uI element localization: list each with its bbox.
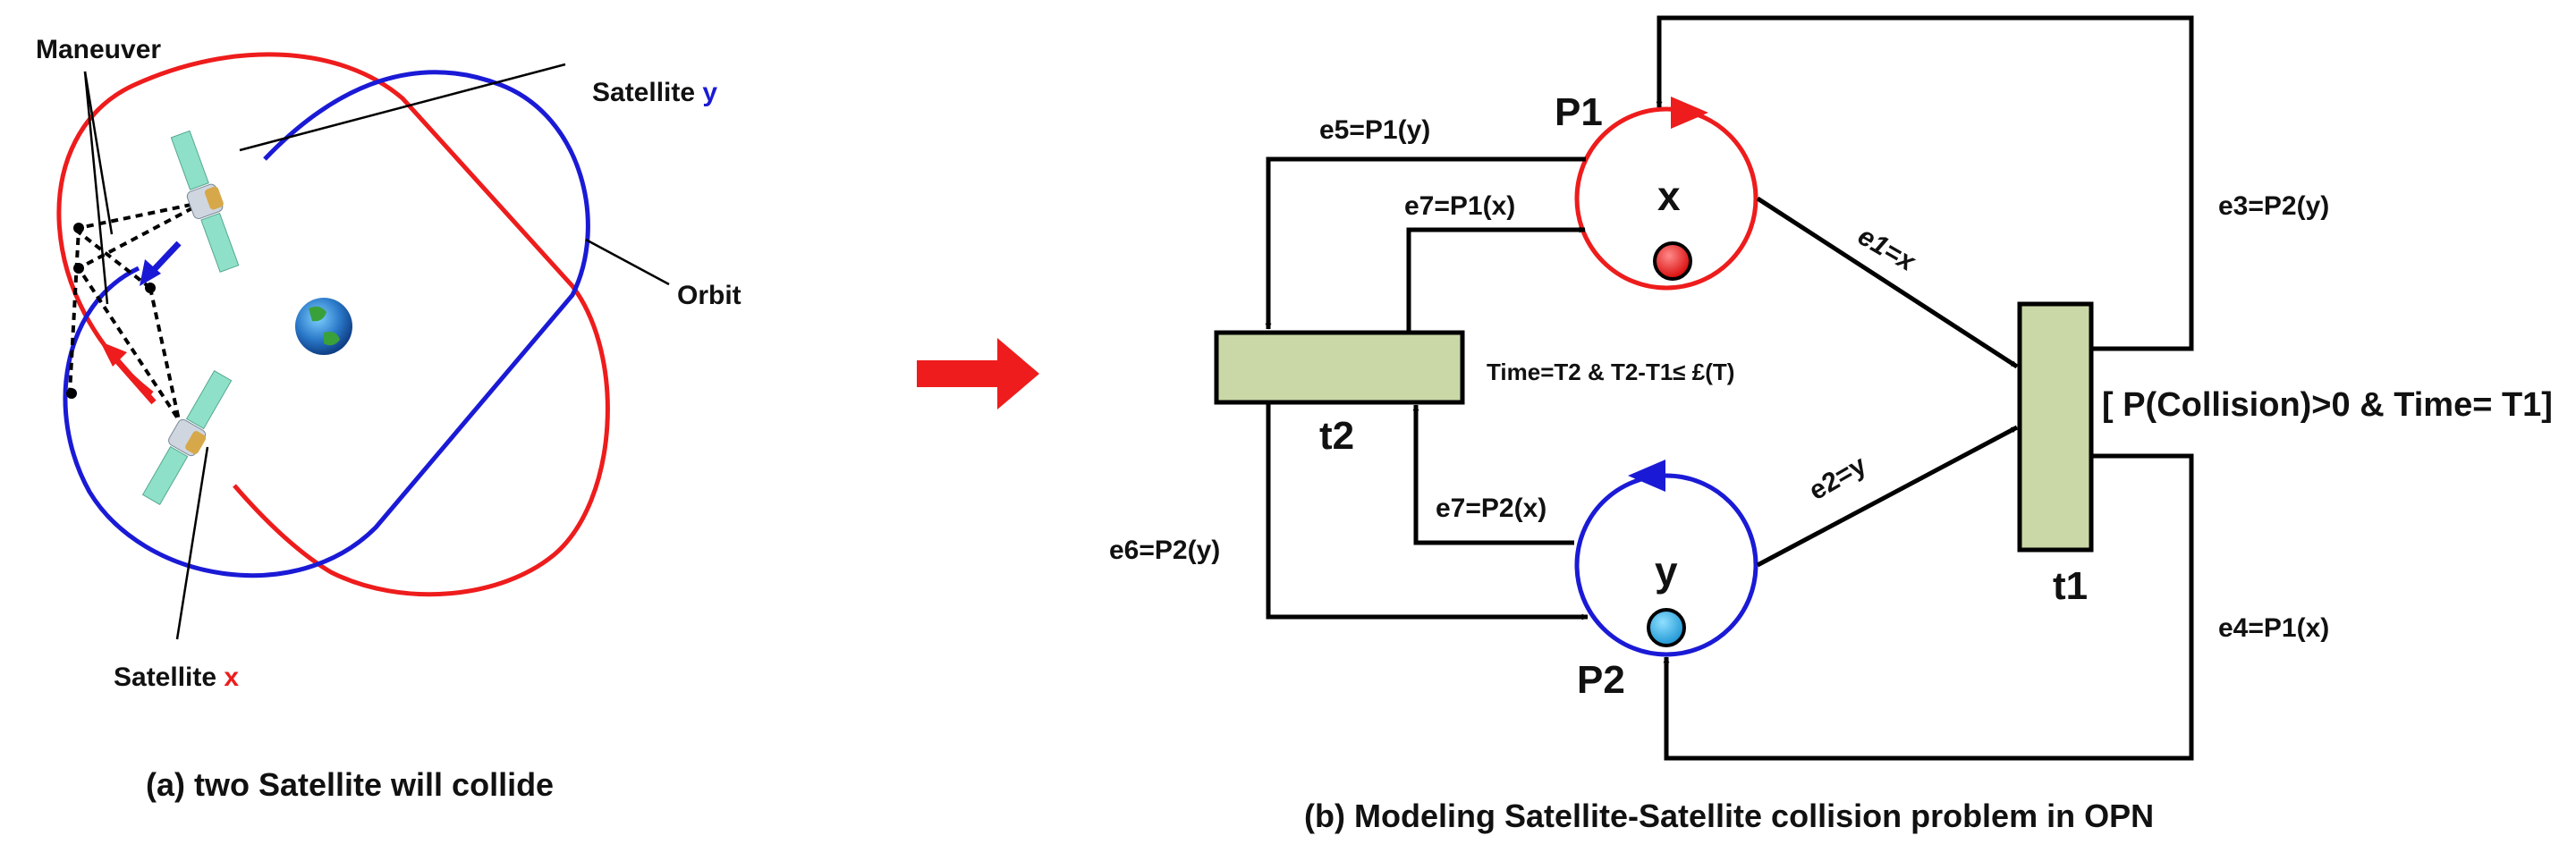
maneuver-paths [68,200,205,435]
arcs [1265,15,2194,761]
p1-token-label: x [1657,173,1681,219]
arc-e6 [1266,402,1589,620]
arc-e7-bottom [1412,404,1574,545]
arc-label-e7-bottom: e7=P2(x) [1436,494,1546,523]
caption-a: (a) two Satellite will collide [146,766,554,803]
earth-icon [295,298,352,355]
arc-label-e7-top: e7=P1(x) [1404,191,1515,221]
transition-t1-label: t1 [2053,564,2088,608]
satellite-x-label: Satellite x [114,663,239,692]
p2-token-label: y [1655,548,1678,595]
t1-guard: [ P(Collision)>0 & Time= T1] [2102,386,2553,424]
arc-e3 [1656,15,2194,351]
panel-a: Maneuver Satellite y Orbit Satellite x (… [36,35,741,803]
place-p1 [1574,106,1758,291]
satellite-icon [141,370,233,505]
place-p2-label: P2 [1577,658,1625,702]
arc-label-e6: e6=P2(y) [1109,536,1220,565]
token-red [1653,241,1692,281]
arc-label-e3: e3=P2(y) [2218,191,2329,221]
satellite-y-label: Satellite y [592,78,717,107]
arc-label-e2: e2=y [1804,451,1871,507]
transition-t2-label: t2 [1319,414,1354,458]
arc-e5 [1265,156,1586,330]
orbit-blue [63,70,590,578]
panel-b: P1 P2 x y t2 t1 e5=P1(y) e7=P1(x) e7=P2(… [1109,15,2553,834]
arc-e7-top [1406,226,1586,333]
satellite-icon [170,130,240,273]
maneuver-label: Maneuver [36,35,161,64]
arc-e4 [1663,453,2194,761]
caption-b: (b) Modeling Satellite-Satellite collisi… [1304,798,2154,834]
place-p1-label: P1 [1555,90,1603,134]
p2-direction-arrow [1628,460,1665,492]
orbit-red [56,52,610,597]
transition-t1 [2017,301,2094,553]
p1-direction-arrow [1671,97,1708,129]
arc-e2 [1756,425,2019,568]
transition-t2 [1214,330,1465,405]
blue-direction-arrow [140,241,182,286]
maneuver-points [66,223,156,399]
token-blue [1647,608,1686,647]
red-direction-arrow [100,342,157,405]
arc-e1 [1756,196,2019,369]
arc-label-e5: e5=P1(y) [1319,115,1430,145]
place-p2 [1574,473,1758,657]
leader-lines [83,63,670,640]
orbit-label: Orbit [677,281,741,310]
red-arrow-icon [917,338,1039,409]
arc-label-e4: e4=P1(x) [2218,613,2329,643]
t2-guard: Time=T2 & T2-T1≤ £(T) [1487,359,1734,385]
